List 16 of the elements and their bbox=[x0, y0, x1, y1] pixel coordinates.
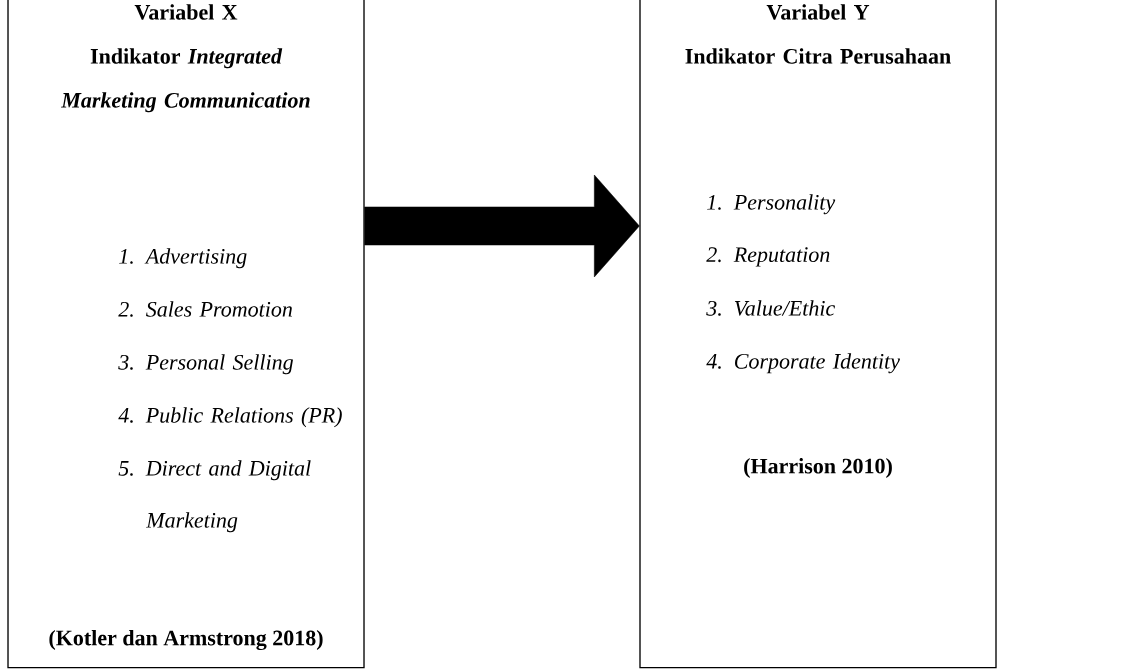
list-item: 1. Personality bbox=[707, 194, 836, 215]
citation: (Harrison 2010) bbox=[744, 458, 892, 478]
heading: Indikator Integrated Marketing Communication bbox=[61, 48, 310, 113]
heading: Indikator Citra Perusahaan bbox=[685, 48, 951, 64]
list-item: 1. Advertising bbox=[119, 248, 247, 269]
list-item: 5. Direct and Digital Marketing bbox=[118, 460, 311, 533]
list-item: 3. Value/Ethic bbox=[706, 300, 835, 316]
list-item: 3. Personal Selling bbox=[118, 354, 293, 375]
list-item: 4. Corporate Identity bbox=[706, 353, 900, 374]
block-arrow bbox=[364, 174, 640, 278]
list-item: 4. Public Relations (PR) bbox=[118, 407, 342, 428]
heading: Variabel Y bbox=[766, 4, 870, 20]
heading: Variabel X bbox=[134, 4, 238, 20]
citation: (Kotler dan Armstrong 2018) bbox=[49, 629, 323, 651]
list-item: 2. Reputation bbox=[706, 247, 830, 267]
list-item: 2. Sales Promotion bbox=[118, 301, 292, 317]
